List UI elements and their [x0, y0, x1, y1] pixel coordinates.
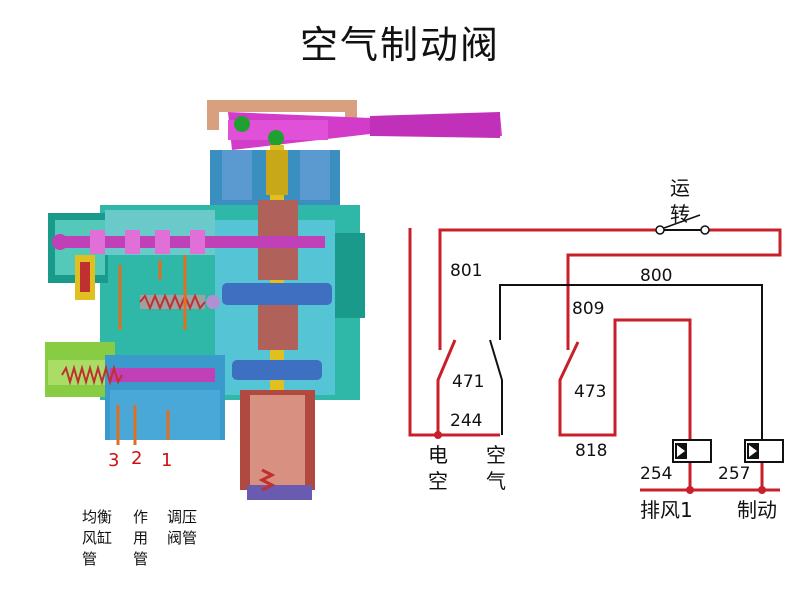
diagram-title: 空气制动阀	[299, 23, 500, 67]
pipe-label-line: 均衡	[82, 508, 112, 526]
label-dian: 电	[428, 443, 448, 467]
wire-label-818: 818	[575, 441, 607, 461]
handle-pivot-left	[234, 116, 250, 132]
handle-bracket	[207, 100, 357, 112]
pipe-label-line: 管	[133, 550, 148, 568]
pipe-labels: 均衡 风缸 管 作 用 管 调压 阀管	[82, 508, 197, 568]
switch-contact-right	[700, 225, 710, 235]
wire-label-244: 244	[450, 411, 482, 431]
wire-label-471: 471	[452, 372, 484, 392]
pipe-label-line: 用	[133, 529, 148, 547]
solenoid-254	[672, 439, 712, 463]
circuit-diagram: 运 转 801 800 809 471 473 244 818 254 257 …	[408, 176, 784, 522]
handle-pivot-right	[268, 130, 284, 146]
wire-label-800: 800	[640, 266, 672, 286]
pipe-number-3: 3	[108, 450, 119, 471]
middle-spring	[139, 293, 220, 311]
wire-label-257: 257	[718, 464, 750, 484]
solenoid-257	[744, 439, 784, 463]
air-pipes	[116, 255, 187, 445]
wire-label-809: 809	[572, 299, 604, 319]
pipe-label-line: 风缸	[82, 529, 112, 547]
wire-label-801: 801	[450, 261, 482, 281]
node-257	[758, 486, 766, 494]
switch-contact-left	[655, 225, 665, 235]
switch-label-zhuan: 转	[670, 202, 690, 226]
pipe-label-line: 阀管	[167, 529, 197, 547]
pipe-label-line: 作	[133, 508, 148, 526]
node-244	[434, 431, 442, 439]
pipe-numbers: 3 2 1	[108, 448, 172, 471]
wire-label-254: 254	[640, 464, 672, 484]
label-kong: 空	[428, 469, 448, 493]
valve-cross-section	[45, 100, 502, 500]
label-zhidong: 制动	[737, 498, 777, 522]
pipe-label-line: 管	[82, 550, 97, 568]
switch-label-yun: 运	[670, 176, 690, 200]
lower-rod	[110, 368, 215, 382]
node-254	[686, 486, 694, 494]
label-paifeng: 排风1	[640, 498, 693, 522]
wire-label-473: 473	[574, 382, 606, 402]
pipe-number-2: 2	[131, 448, 142, 469]
label-kong2: 空	[486, 443, 506, 467]
pipe-number-1: 1	[161, 450, 172, 471]
pipe-label-line: 调压	[167, 508, 197, 526]
black-wires	[489, 229, 763, 440]
lower-spring	[61, 364, 123, 386]
red-wires	[408, 228, 782, 492]
label-qi: 气	[486, 469, 506, 493]
